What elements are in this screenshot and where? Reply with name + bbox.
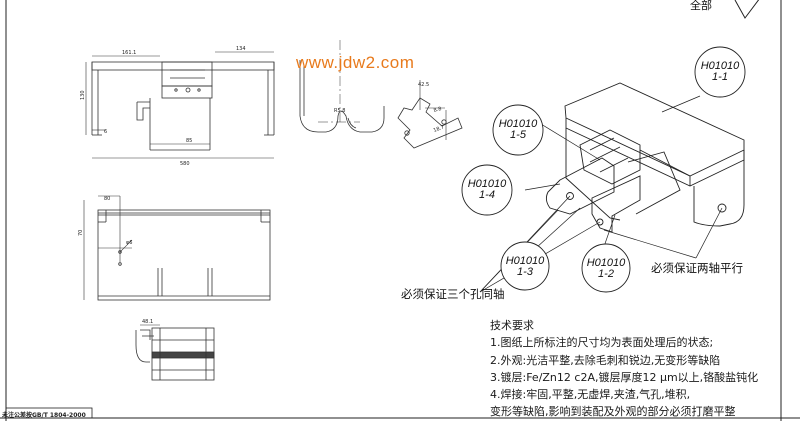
note-three-hole-coaxial: 必须保证三个孔同轴 [401,287,505,301]
dim-side-3: 42.5 [418,82,429,88]
side-view [299,40,463,149]
tech-item-4: 4.焊接:牢固,平整,无虚焊,夹渣,气孔,堆积, [490,388,691,402]
technical-requirements: 技术要求 1.图纸上所标注的尺寸均为表面处理后的状态; 2.外观:光洁平整,去除… [490,317,758,421]
tech-item-1: 1.图纸上所标注的尺寸均为表面处理后的状态; [490,336,714,350]
top-view [85,51,275,159]
dim-side-2: 18.7 [433,124,446,133]
isometric-view [545,82,745,233]
balloon-index: 1-4 [479,189,495,201]
dim-top-gap: 6 [104,129,107,135]
balloon-code: H01010 [700,60,740,72]
balloon-code: H01010 [467,178,507,190]
balloon-index: 1-3 [517,266,533,278]
tech-item-2: 2.外观:光洁平整,去除毛刺和锐边,无变形等缺陷 [490,353,721,367]
balloon-1-3: H01010 1-3 [495,256,555,278]
balloon-1-4: H01010 1-4 [457,179,517,201]
standard-note-box [5,407,93,419]
tech-item-3: 3.镀层:Fe/Zn12 c2A,镀层厚度12 μm以上,铬酸盐钝化 [490,370,759,384]
surface-finish-label: 全部 [690,0,712,12]
dim-front-b: 70 [78,230,84,236]
balloon-circles [461,46,746,293]
dim-top-right: 134 [236,46,246,52]
note-two-axis-parallel: 必须保证两轴平行 [651,261,743,275]
dim-top-left: 161.1 [122,50,136,56]
dim-bottom: 48.1 [142,319,153,325]
dim-side-angle: R5.8 [334,108,345,114]
balloon-1-2: H01010 1-2 [576,258,636,280]
dim-front-a: 80 [104,196,110,202]
tech-title: 技术要求 [490,319,534,332]
balloon-1-1: H01010 1-1 [690,61,750,83]
front-view [83,195,271,301]
dim-top-width: 580 [180,161,190,167]
balloon-code: H01010 [505,255,545,267]
balloon-index: 1-2 [598,268,614,280]
bottom-view [135,324,215,381]
tech-item-5: 变形等缺陷,影响到装配及外观的部分必须打磨平整 [490,405,736,419]
balloon-index: 1-5 [510,129,526,141]
balloon-code: H01010 [498,118,538,130]
dim-top-inner: 85 [186,138,192,144]
tolerance-standard-note: 未注公差按GB/T 1804-2000 [2,412,86,419]
watermark: www.jdw2.com [296,53,415,72]
dim-front-hole: φ6 [126,240,132,246]
balloon-1-5: H01010 1-5 [488,119,548,141]
dim-side-1: 8.8 [433,106,442,114]
dim-top-height: 130 [80,90,86,100]
roughness-symbol-icon [734,0,760,19]
balloon-code: H01010 [586,257,626,269]
balloon-index: 1-1 [712,71,728,83]
